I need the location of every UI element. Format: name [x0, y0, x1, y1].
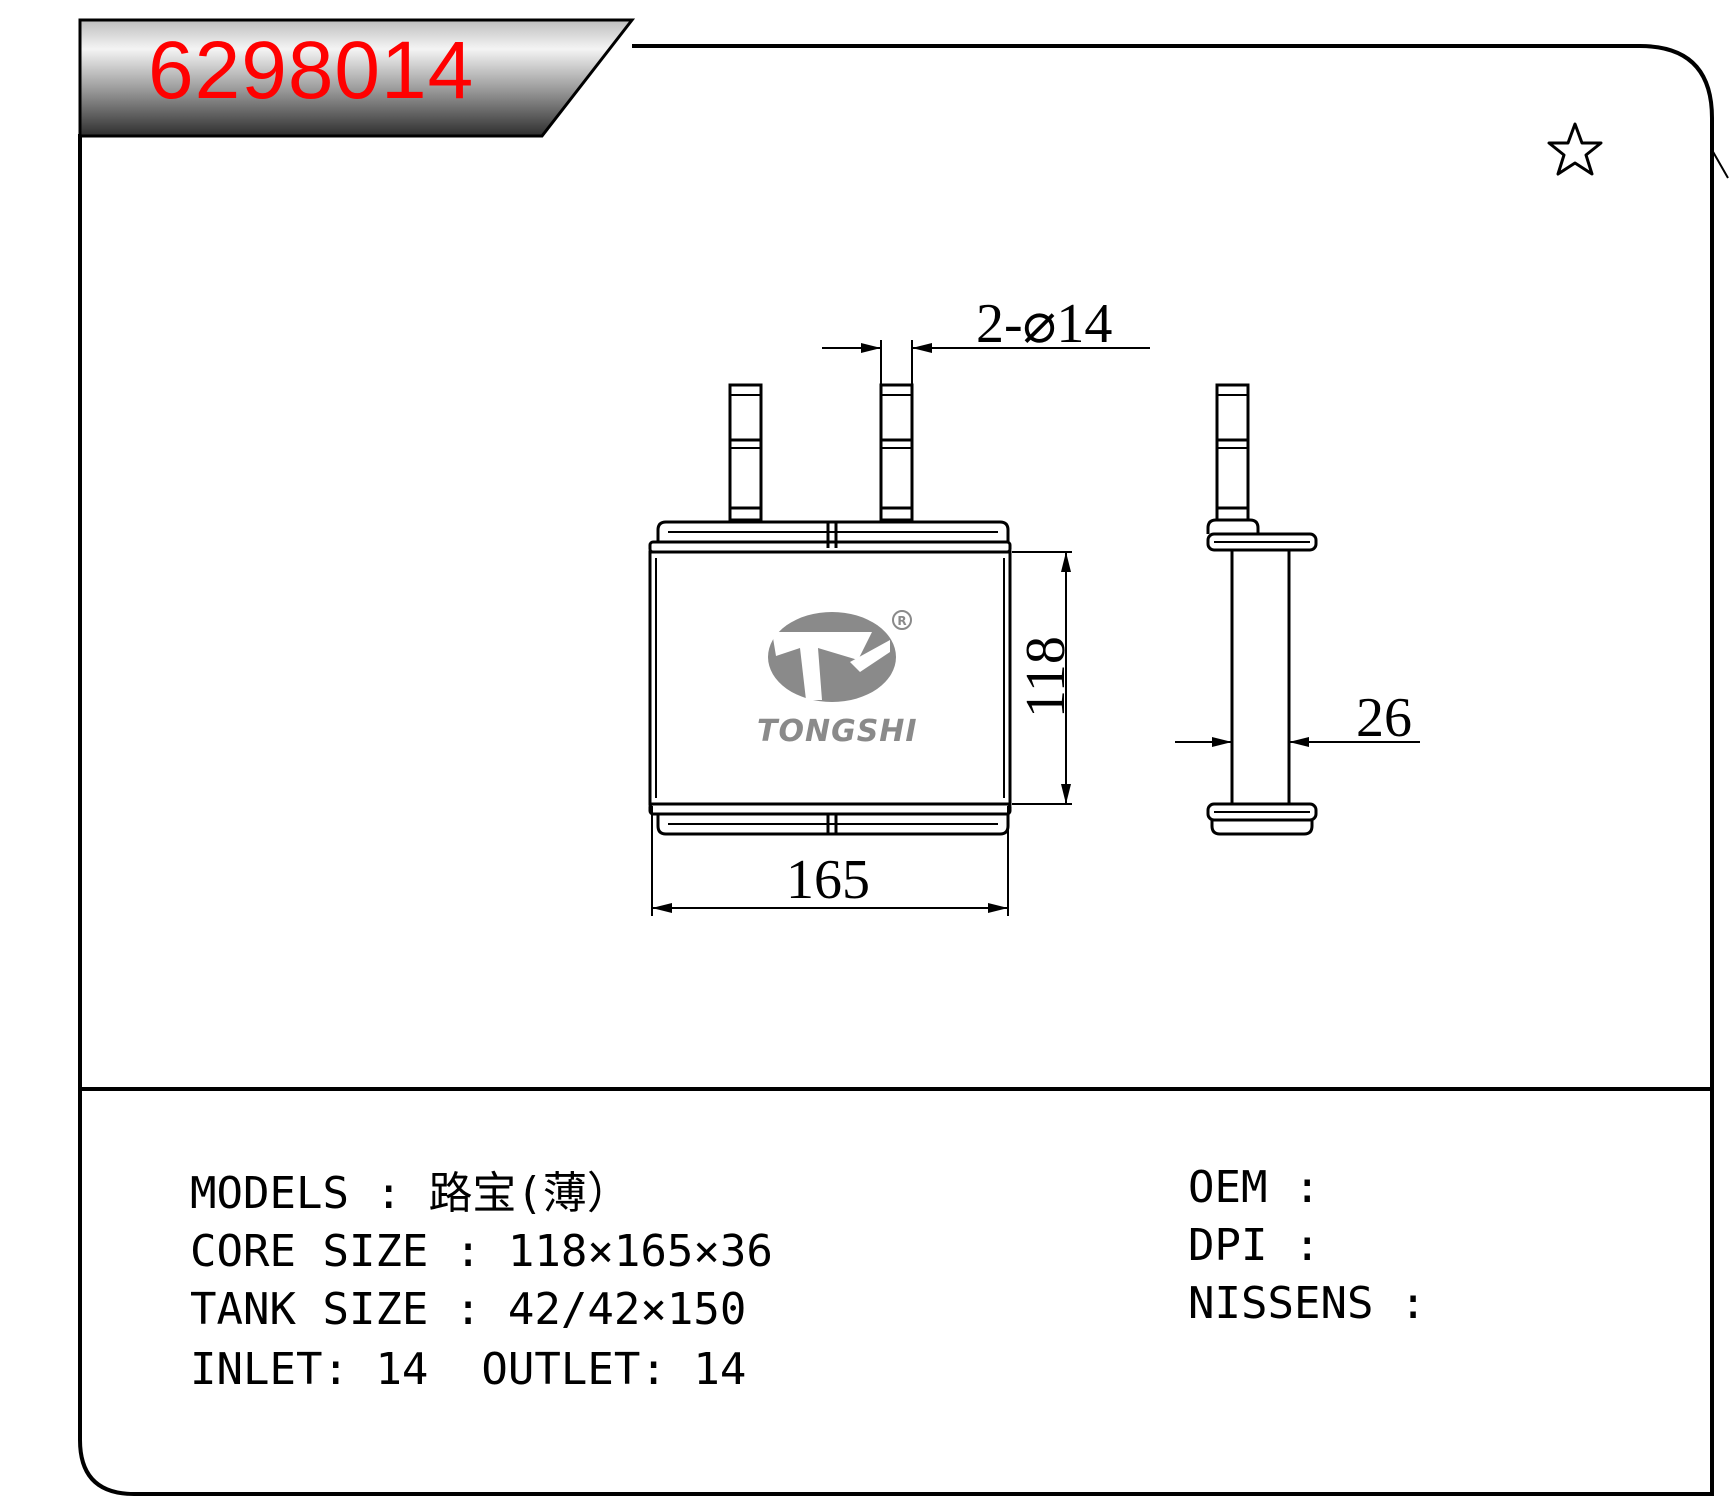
height-label: 118 — [1015, 636, 1077, 718]
part-number: 6298014 — [148, 25, 475, 116]
core-size-label: CORE SIZE — [190, 1226, 429, 1277]
oem-row: OEM : — [1188, 1162, 1347, 1213]
oem-label: OEM — [1188, 1162, 1268, 1213]
pipe-left — [728, 383, 763, 522]
tank-size-row: TANK SIZE : 42/42×150 — [190, 1284, 747, 1335]
outlet-label: OUTLET — [481, 1344, 641, 1395]
core-size-value: 118×165×36 — [507, 1226, 773, 1277]
core-size-row: CORE SIZE : 118×165×36 — [190, 1226, 773, 1277]
inlet-label: INLET — [190, 1344, 323, 1395]
nissens-label: NISSENS — [1188, 1278, 1374, 1329]
models-label: MODELS — [190, 1168, 349, 1219]
dimension-lines — [651, 340, 1420, 916]
side-core — [1230, 548, 1291, 806]
tank-size-label: TANK SIZE — [190, 1284, 429, 1335]
pipe-right — [879, 383, 914, 522]
inlet-outlet-row: INLET: 14 OUTLET: 14 — [190, 1344, 747, 1395]
dpi-label: DPI — [1188, 1220, 1268, 1271]
registered-mark — [892, 610, 912, 630]
sheet-frame — [78, 44, 1729, 1496]
inlet-value: 14 — [375, 1344, 429, 1395]
star-outline-icon — [1547, 122, 1603, 176]
dpi-row: DPI : — [1188, 1220, 1347, 1271]
depth-label: 26 — [1356, 687, 1412, 749]
models-value: 路宝(薄） — [428, 1168, 631, 1219]
brand-name: TONGSHI — [757, 714, 918, 749]
tongshi-logo: R — [768, 610, 912, 702]
nissens-row: NISSENS : — [1188, 1278, 1453, 1329]
tank-size-value: 42/42×150 — [507, 1284, 747, 1335]
heater-core-side-view — [1206, 383, 1318, 836]
width-label: 165 — [786, 849, 870, 911]
side-pipe — [1215, 383, 1250, 522]
outlet-value: 14 — [693, 1344, 747, 1395]
registered-mark-letter: R — [897, 614, 906, 628]
models-row: MODELS : 路宝(薄） — [190, 1168, 631, 1219]
part-number-banner — [78, 18, 636, 138]
pipe-diameter-label: 2-⌀14 — [976, 293, 1113, 355]
heater-core-front-view — [648, 383, 1012, 836]
